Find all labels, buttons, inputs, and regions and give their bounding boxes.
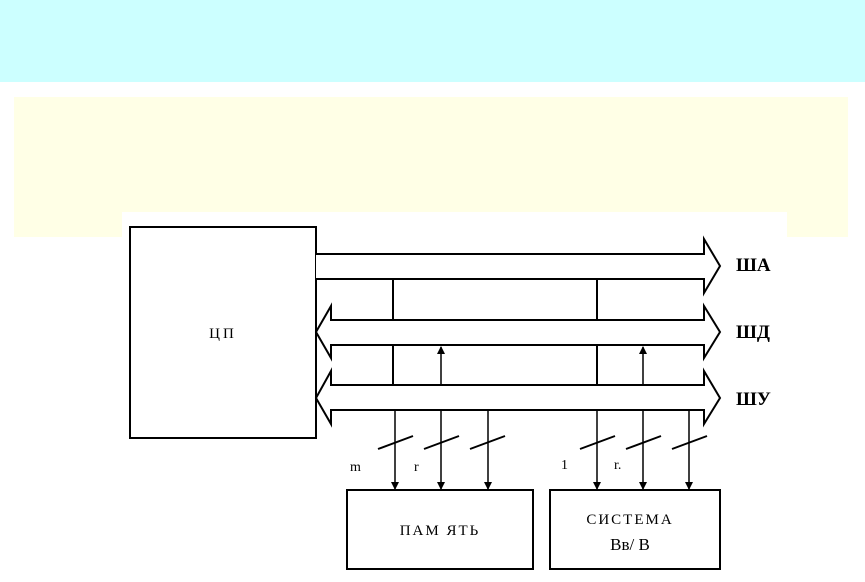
address-bus-label: ША (736, 255, 771, 276)
io-label-line1: СИСТЕМА (586, 512, 673, 528)
bus-width-slash (469, 435, 506, 450)
bus-width-slash (377, 435, 414, 450)
memory-tap-m-label: m (350, 460, 361, 475)
memory-taps (377, 410, 506, 490)
data-bus-label: ШД (736, 322, 770, 343)
bus-width-slash (671, 435, 708, 450)
memory-block (346, 489, 534, 570)
io-system-block (549, 489, 721, 570)
memory-tap-r-label: r (414, 460, 419, 475)
control-bus (314, 367, 722, 428)
memory-label: ПАМ ЯТЬ (400, 523, 481, 539)
bus-width-slash (579, 435, 616, 450)
control-bus-label: ШУ (736, 389, 771, 410)
io-label-line2: Вв/ В (610, 535, 650, 554)
bus-width-slash (625, 435, 662, 450)
cpu-label: ЦП (209, 326, 237, 342)
address-bus (316, 235, 722, 297)
io-tap-1-label: 1 (561, 458, 568, 473)
io-tap-r-label: r. (614, 458, 621, 473)
io-taps (579, 410, 708, 490)
header-band (0, 0, 865, 82)
bus-width-slash (423, 435, 460, 450)
data-bus (314, 302, 722, 362)
